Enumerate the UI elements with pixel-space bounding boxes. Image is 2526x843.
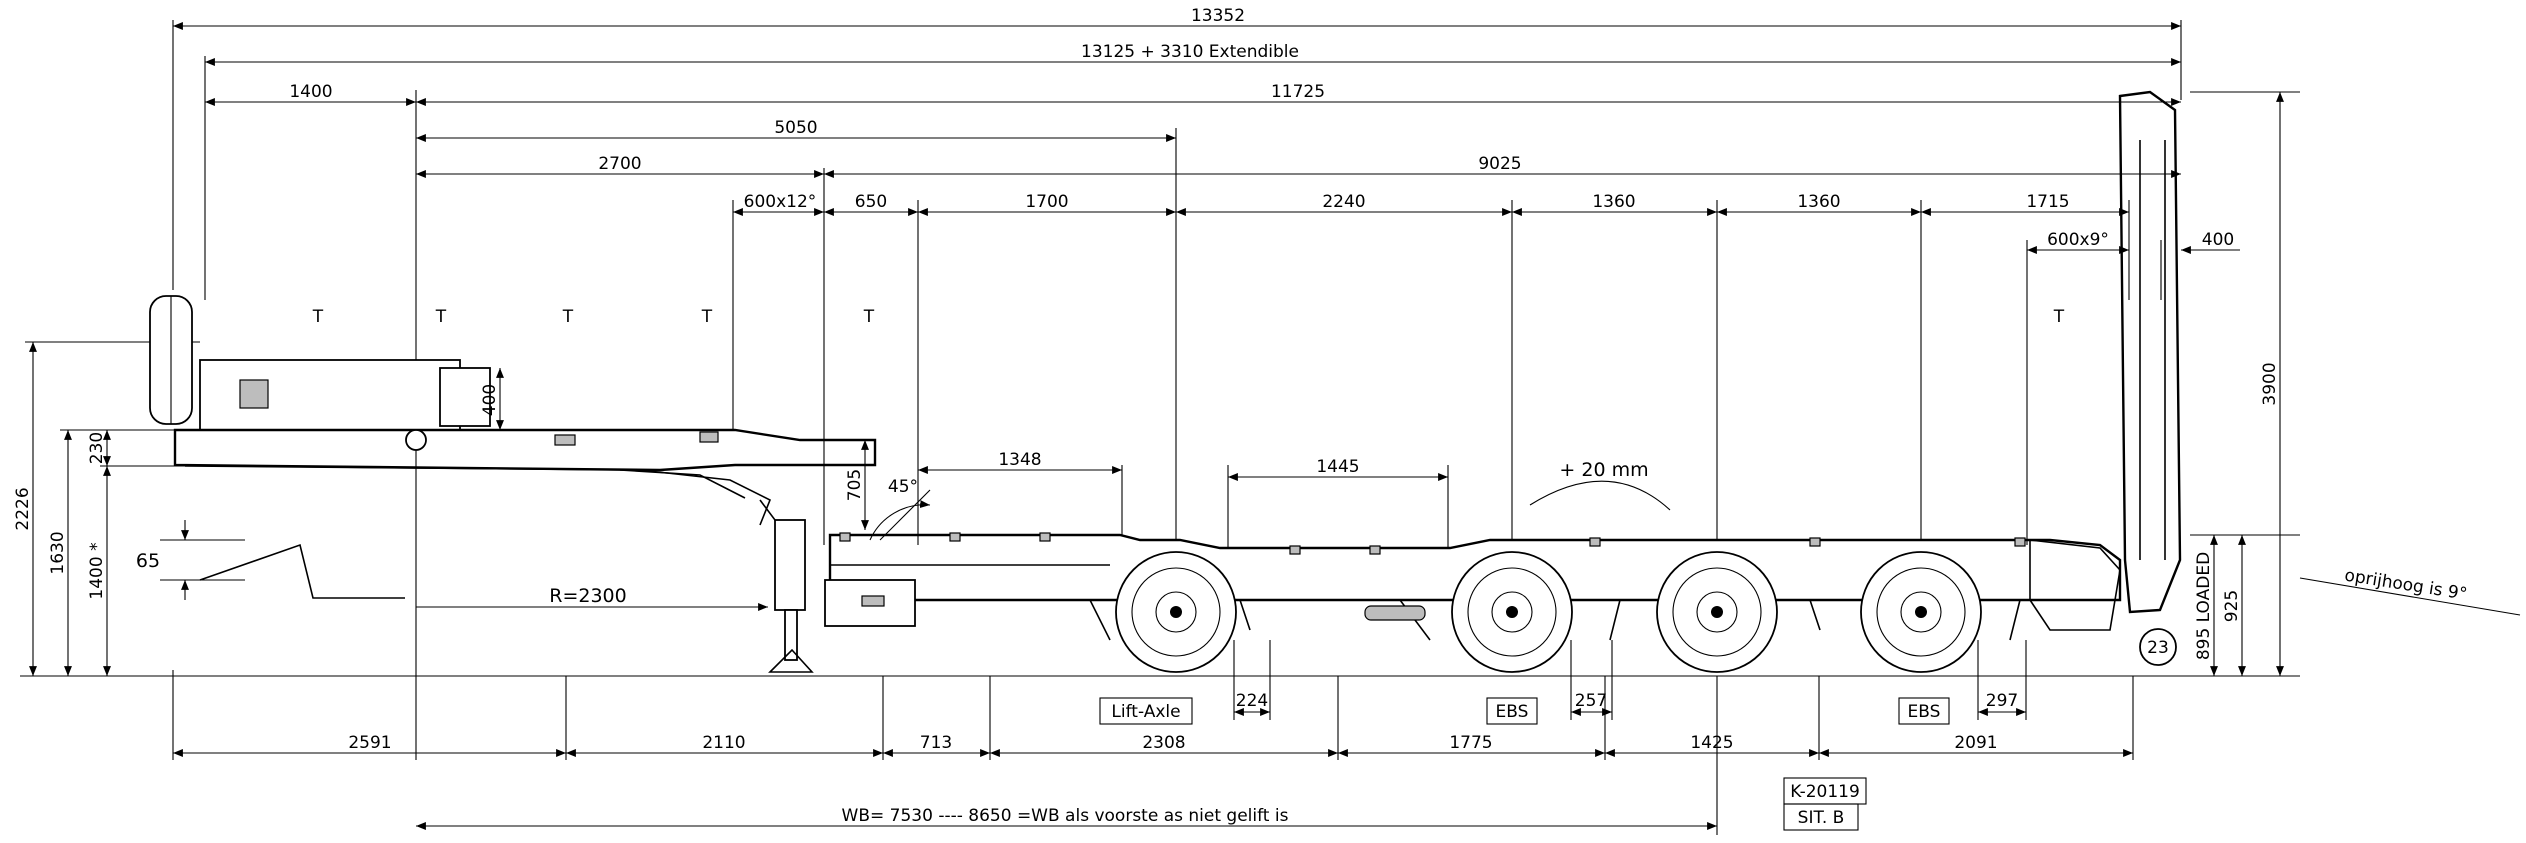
right-vertical-dimensions: 3900 925 895 LOADED oprijhoog is 9° [2190, 91, 2521, 676]
dim-well-1348: 1348 [998, 450, 1041, 470]
dim-1775: 1775 [1449, 733, 1492, 753]
wheel-1 [1115, 551, 1237, 673]
lift-axle-label: Lift-Axle [1111, 702, 1180, 722]
left-vertical-dimensions: 2226 1630 1400 * 230 65 [13, 341, 2300, 677]
ramp-detail-profile [199, 543, 405, 599]
landing-leg [784, 609, 798, 661]
bottom-dimension-chain: 2591 2110 713 2308 1775 1425 2091 WB= 75… [172, 670, 2134, 835]
dim-rear-400: 400 [2202, 230, 2234, 250]
dim-height-705: 705 [845, 469, 865, 501]
dim-gooseneck-front: 1400 [289, 82, 332, 102]
dim-713: 713 [920, 733, 952, 753]
t-mark-3: T [562, 307, 574, 327]
landing-foot [768, 648, 814, 673]
kingpin [405, 429, 427, 451]
dim-1360-b: 1360 [1797, 192, 1840, 212]
load-markers: T T T T T T [312, 307, 2065, 327]
plus-20-mm: + 20 mm [1559, 459, 1648, 481]
t-mark-2: T [435, 307, 447, 327]
wheelbase-note: WB= 7530 ---- 8650 =WB als voorste as ni… [842, 806, 1289, 826]
rear-ramp-upright [2118, 90, 2182, 614]
dim-2091: 2091 [1954, 733, 1997, 753]
dim-well-1445: 1445 [1316, 457, 1359, 477]
dim-height-1400: 1400 * [87, 542, 107, 599]
dim-height-2226: 2226 [13, 487, 33, 530]
dim-2240: 2240 [1322, 192, 1365, 212]
callout-23: 23 [2147, 638, 2169, 658]
dim-2110: 2110 [702, 733, 745, 753]
dim-height-230: 230 [87, 432, 107, 464]
dim-loaded-height: 895 LOADED [2194, 552, 2214, 660]
t-mark-5: T [863, 307, 875, 327]
dim-297: 297 [1986, 691, 2018, 711]
dim-224: 224 [1236, 691, 1268, 711]
dim-rear-span: 9025 [1478, 154, 1521, 174]
dim-total-height: 3900 [2260, 362, 2280, 405]
dim-1425: 1425 [1690, 733, 1733, 753]
t-mark-6: T [2053, 307, 2065, 327]
dim-1715: 1715 [2026, 192, 2069, 212]
gooseneck-deck [173, 428, 877, 472]
dim-1360-a: 1360 [1592, 192, 1635, 212]
wheel-2 [1451, 551, 1573, 673]
radius-label: R=2300 [549, 585, 626, 607]
dim-height-65: 65 [136, 550, 160, 572]
dim-257: 257 [1575, 691, 1607, 711]
lashing-points [839, 532, 2026, 555]
gooseneck-box [199, 359, 461, 431]
dim-front-deck: 2700 [598, 154, 641, 174]
dim-2591: 2591 [348, 733, 391, 753]
dim-5050: 5050 [774, 118, 817, 138]
trailer-body: 400 705 45° R=2300 [149, 90, 2182, 673]
dim-height-400: 400 [480, 384, 500, 416]
callout-circle [2139, 628, 2177, 666]
ebs-label-2: EBS [1908, 702, 1941, 722]
dim-height-925: 925 [2222, 590, 2242, 622]
top-dimension-chain: 13352 13125 + 3310 Extendible 1400 11725… [172, 6, 2240, 760]
equipment-labels: Lift-Axle EBS EBS 224 257 297 [1099, 640, 2027, 725]
dim-extendible-length: 13125 + 3310 Extendible [1081, 42, 1299, 62]
dim-1700: 1700 [1025, 192, 1068, 212]
wheel-4 [1860, 551, 1982, 673]
dim-deck-length: 11725 [1271, 82, 1325, 102]
dim-ramp-12: 600x12° [744, 192, 817, 212]
t-mark-4: T [701, 307, 713, 327]
dim-650: 650 [855, 192, 887, 212]
dim-overall-length: 13352 [1191, 6, 1245, 26]
dim-2308: 2308 [1142, 733, 1185, 753]
drawing-number: K-20119 [1790, 782, 1860, 802]
t-mark-1: T [312, 307, 324, 327]
main-chassis [828, 533, 2122, 602]
title-block: K-20119 SIT. B [1783, 777, 1867, 831]
wheel-3 [1656, 551, 1778, 673]
ebs-label-1: EBS [1496, 702, 1529, 722]
situation-label: SIT. B [1798, 808, 1845, 828]
dim-ramp-9: 600x9° [2047, 230, 2109, 250]
dim-height-1630: 1630 [48, 531, 68, 574]
ramp-angle-note: oprijhoog is 9° [2343, 566, 2468, 605]
angle-45: 45° [888, 477, 918, 497]
